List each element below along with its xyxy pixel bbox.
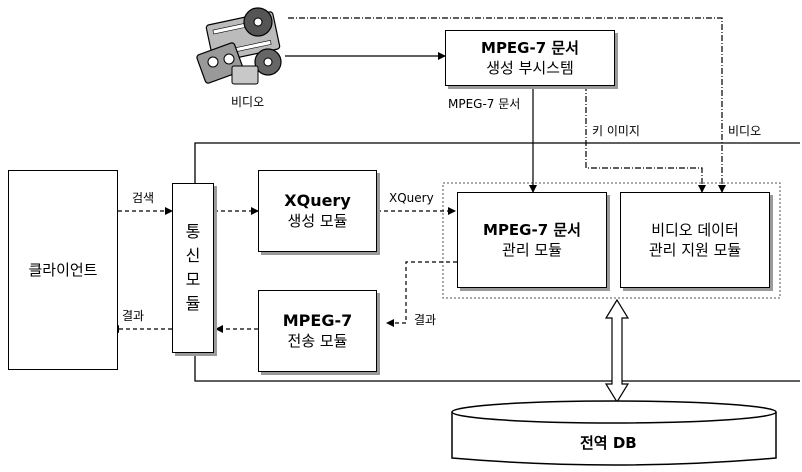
comm-char-2: 신	[186, 244, 201, 268]
comm-char-4: 듈	[186, 292, 201, 316]
video-data-management-module: 비디오 데이터 관리 지원 모듈	[620, 192, 770, 288]
edge-label-video: 비디오	[728, 124, 761, 138]
mpeg7-send-module: MPEG-7 전송 모듈	[258, 290, 377, 372]
xquery-module-subtitle: 생성 모듈	[288, 211, 348, 231]
send-module-title: MPEG-7	[283, 311, 352, 331]
comm-char-1: 통	[186, 220, 201, 244]
xquery-generation-module: XQuery 생성 모듈	[258, 170, 377, 252]
communication-module: 통 신 모 듈	[172, 183, 214, 353]
video-module-title: 비디오 데이터	[651, 220, 739, 240]
mpeg7-management-module: MPEG-7 문서 관리 모듈	[457, 192, 607, 288]
edge-label-result-mid: 결과	[414, 313, 436, 327]
edge-label-result-left: 결과	[122, 309, 144, 323]
xquery-module-title: XQuery	[284, 191, 351, 211]
db-double-arrow	[606, 300, 628, 402]
comm-char-3: 모	[186, 268, 201, 292]
edge-label-key-image: 키 이미지	[592, 124, 640, 138]
generation-subsystem-title: MPEG-7 문서	[481, 38, 579, 58]
edge-label-xquery: XQuery	[389, 191, 434, 205]
edge-label-mpeg7-doc: MPEG-7 문서	[448, 97, 520, 111]
mgmt-module-title: MPEG-7 문서	[483, 220, 581, 240]
mgmt-module-subtitle: 관리 모듈	[502, 240, 562, 260]
edge-key-image	[586, 85, 702, 192]
video-module-subtitle: 관리 지원 모듈	[649, 240, 741, 260]
video-icon	[196, 8, 281, 84]
client-box: 클라이언트	[8, 170, 118, 370]
mpeg7-generation-subsystem: MPEG-7 문서 생성 부시스템	[445, 30, 615, 86]
generation-subsystem-subtitle: 생성 부시스템	[486, 58, 574, 78]
client-label: 클라이언트	[28, 260, 97, 280]
send-module-subtitle: 전송 모듈	[288, 331, 348, 351]
global-db-label: 전역 DB	[580, 432, 637, 453]
video-source-label: 비디오	[231, 95, 264, 109]
edge-label-search: 검색	[132, 191, 154, 205]
